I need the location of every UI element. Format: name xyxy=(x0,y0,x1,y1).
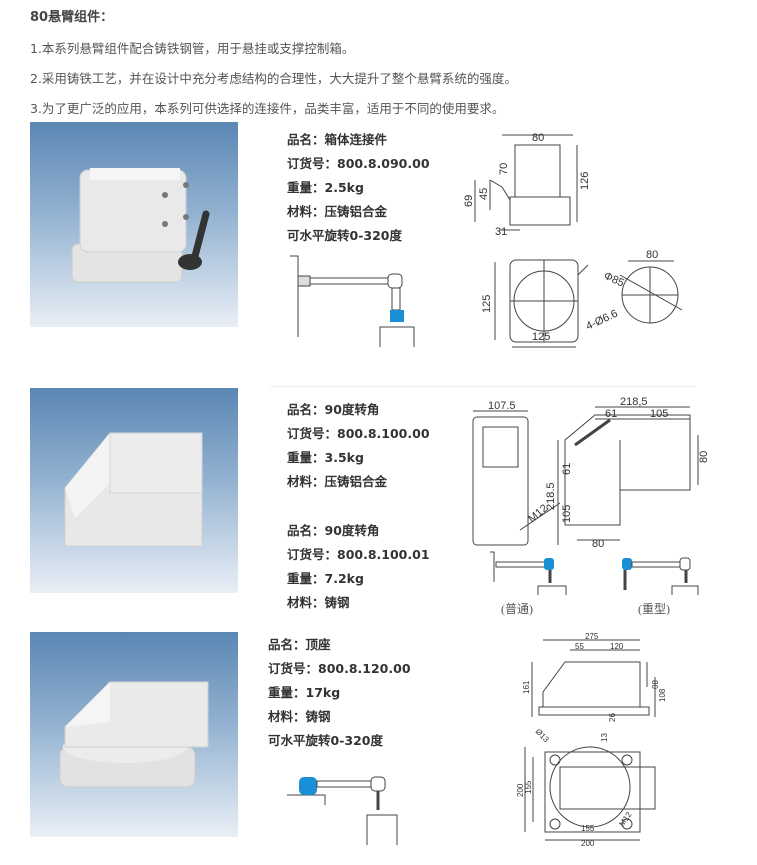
spec-list-90-corner-heavy: 品名：90度转角 订货号：800.8.100.01 重量：7.2kg 材料：铸钢 xyxy=(287,519,430,615)
dim-label: 61 xyxy=(561,463,573,475)
dim-label: 80 xyxy=(592,538,604,550)
usage-diagram-box-connector xyxy=(290,255,415,347)
spec-order-number: 订货号：800.8.100.01 xyxy=(287,547,430,562)
spec-material: 材料：铸钢 xyxy=(287,595,350,610)
dim-label: 125 xyxy=(481,295,493,313)
dim-label: 155 xyxy=(581,824,595,833)
product-photo-90-corner xyxy=(30,388,238,593)
dim-label: 126 xyxy=(579,172,591,190)
caption-standard: (普通) xyxy=(501,602,533,616)
dim-label: 80 xyxy=(650,680,659,689)
spec-list-box-connector: 品名：箱体连接件 订货号：800.8.090.00 重量：2.5kg 材料：压铸… xyxy=(287,128,430,248)
dim-label: 275 xyxy=(585,632,599,641)
dim-label: 26 xyxy=(608,713,617,722)
dim-label: 107.5 xyxy=(488,400,516,412)
intro-line-3: 3.为了更广泛的应用，本系列可供选择的连接件，品类丰富，适用于不同的使用要求。 xyxy=(30,101,505,116)
spec-name: 品名：90度转角 xyxy=(287,523,380,538)
dim-label: 45 xyxy=(478,188,490,200)
spec-order-number: 订货号：800.8.090.00 xyxy=(287,156,430,171)
intro-line-2: 2.采用铸铁工艺，并在设计中充分考虑结构的合理性，大大提升了整个悬臂系统的强度。 xyxy=(30,71,517,86)
dim-label: 80 xyxy=(532,132,544,144)
spec-name: 品名：箱体连接件 xyxy=(287,132,388,147)
spec-list-top-seat: 品名：顶座 订货号：800.8.120.00 重量：17kg 材料：铸钢 可水平… xyxy=(268,633,411,753)
dim-label: 218,5 xyxy=(620,396,648,408)
dimension-drawing-box-connector: 80 70 126 69 45 31 125 125 80 Φ85 4-Ø6.6 xyxy=(463,132,683,348)
dim-label: 70 xyxy=(498,163,510,175)
corner-image xyxy=(64,432,203,547)
spec-material: 材料：铸钢 xyxy=(268,709,331,724)
divider xyxy=(270,386,696,387)
dim-label: 31 xyxy=(495,226,507,238)
dim-label: 61 xyxy=(605,408,617,420)
dim-label: 161 xyxy=(522,680,531,694)
usage-diagram-heavy xyxy=(622,557,699,595)
top-seat-image xyxy=(59,681,209,788)
dim-label: Φ85 xyxy=(602,270,626,290)
dim-label: 200 xyxy=(581,839,595,847)
spec-name: 品名：90度转角 xyxy=(287,402,380,417)
spec-weight: 重量：7.2kg xyxy=(287,571,364,586)
dim-label: 120 xyxy=(610,642,624,651)
spec-rotation: 可水平旋转0-320度 xyxy=(268,733,383,748)
dim-label: 105 xyxy=(561,505,573,523)
dim-label: 69 xyxy=(463,195,475,207)
spec-weight: 重量：3.5kg xyxy=(287,450,364,465)
dim-label: 108 xyxy=(658,688,667,702)
dim-label: Ø13 xyxy=(534,727,551,744)
section-title: 80悬臂组件： xyxy=(30,10,114,25)
dimension-drawing-top-seat: 275 55 120 80 161 108 26 13 Ø13 200 155 … xyxy=(516,632,667,847)
intro-line-1: 1.本系列悬臂组件配合铸铁钢管，用于悬挂或支撑控制箱。 xyxy=(30,41,355,56)
product-photo-box-connector xyxy=(30,122,238,327)
dim-label: 218.5 xyxy=(545,482,557,510)
spec-rotation: 可水平旋转0-320度 xyxy=(287,228,402,243)
spec-list-90-corner-standard: 品名：90度转角 订货号：800.8.100.00 重量：3.5kg 材料：压铸… xyxy=(287,398,430,494)
caption-heavy: (重型) xyxy=(638,602,670,616)
dim-label: 200 xyxy=(516,783,525,797)
usage-diagram-standard xyxy=(490,551,567,595)
spec-weight: 重量：17kg xyxy=(268,685,341,700)
box-connector-image xyxy=(71,168,210,283)
dim-label: 4-Ø6.6 xyxy=(584,308,620,333)
product-photo-top-seat xyxy=(30,632,238,837)
spec-order-number: 订货号：800.8.100.00 xyxy=(287,426,430,441)
usage-diagram-top-seat xyxy=(287,776,398,845)
dim-label: 55 xyxy=(575,642,584,651)
spec-weight: 重量：2.5kg xyxy=(287,180,364,195)
dim-label: 80 xyxy=(646,249,658,261)
dim-label: 125 xyxy=(532,331,550,343)
spec-material: 材料：压铸铝合金 xyxy=(287,204,388,219)
dim-label: 80 xyxy=(698,451,710,463)
spec-order-number: 订货号：800.8.120.00 xyxy=(268,661,411,676)
dim-label: 13 xyxy=(600,733,609,742)
spec-material: 材料：压铸铝合金 xyxy=(287,474,388,489)
spec-name: 品名：顶座 xyxy=(268,637,331,652)
dimension-drawing-90-corner: 107.5 M12 218,5 61 105 80 218.5 61 105 8… xyxy=(472,396,710,550)
dim-label: 105 xyxy=(650,408,668,420)
dim-label: 155 xyxy=(524,780,533,794)
